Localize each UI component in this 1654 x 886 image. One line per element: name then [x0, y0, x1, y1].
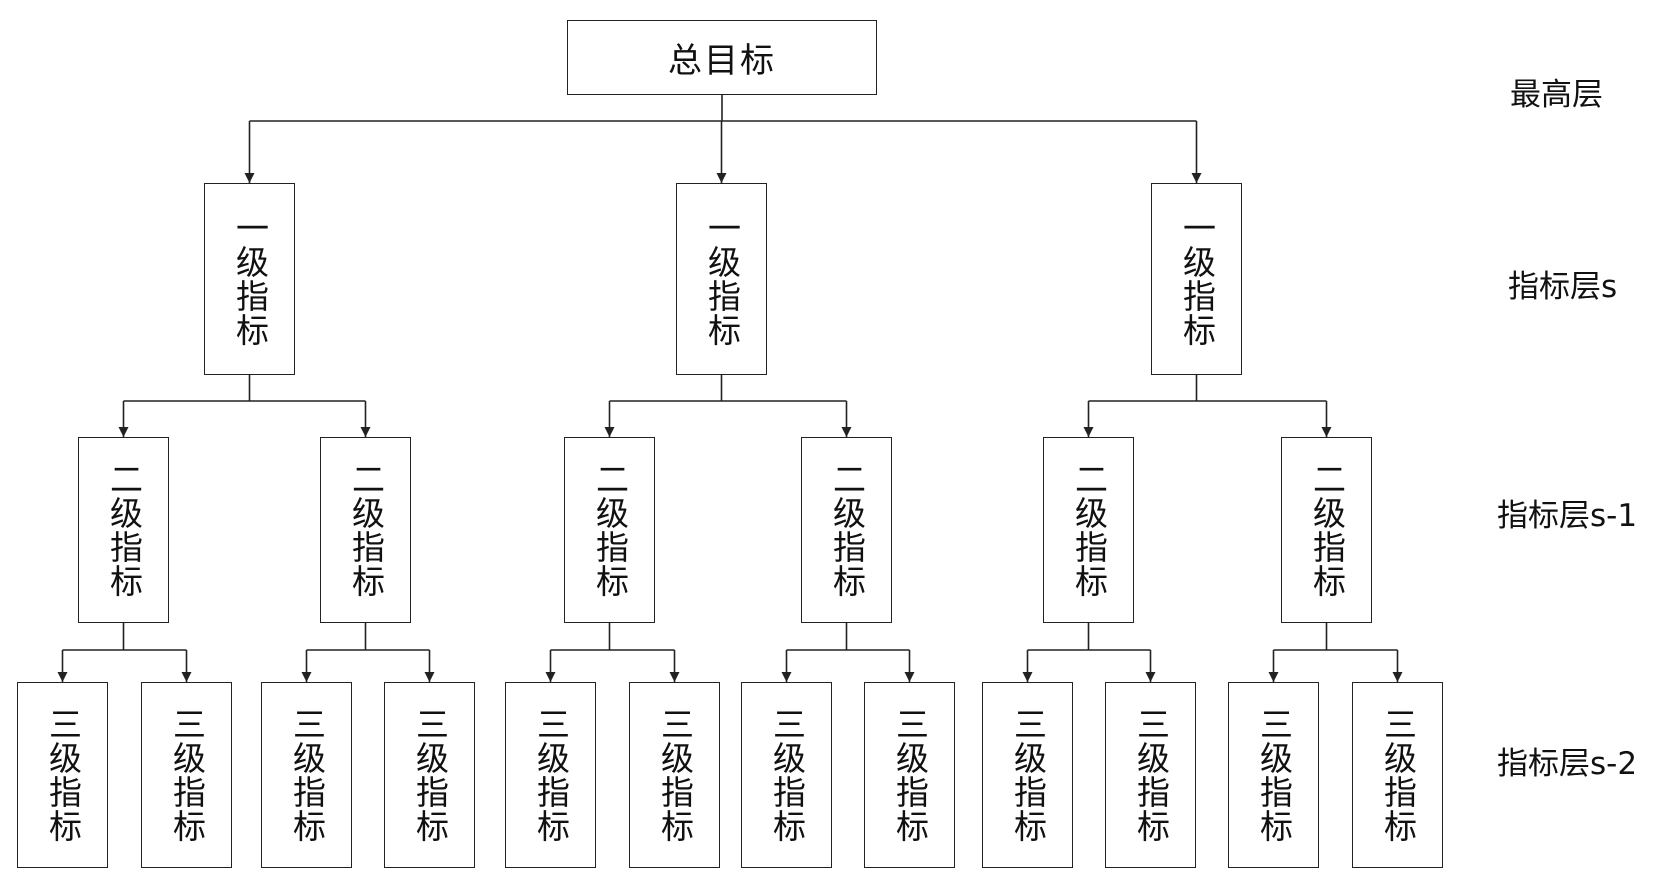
level3-indicator-6: 三级指标 [629, 682, 720, 868]
level2-indicator-6-label: 二级指标 [1307, 462, 1347, 598]
level2-indicator-3: 二级指标 [564, 437, 655, 623]
level3-indicator-1-label: 三级指标 [43, 707, 83, 843]
level3-indicator-4: 三级指标 [384, 682, 475, 868]
level3-indicator-7-label: 三级指标 [767, 707, 807, 843]
level2-indicator-2-label: 二级指标 [346, 462, 386, 598]
root-goal-box: 总目标 [567, 20, 877, 95]
level3-indicator-8: 三级指标 [864, 682, 955, 868]
level1-indicator-1: 一级指标 [204, 183, 295, 375]
level2-indicator-5-label: 二级指标 [1069, 462, 1109, 598]
level3-indicator-10-label: 三级指标 [1131, 707, 1171, 843]
level1-indicator-3: 一级指标 [1151, 183, 1242, 375]
layer-label-top: 最高层 [1510, 77, 1603, 113]
level3-indicator-9: 三级指标 [982, 682, 1073, 868]
level3-indicator-2: 三级指标 [141, 682, 232, 868]
level3-indicator-11-label: 三级指标 [1254, 707, 1294, 843]
level3-indicator-2-label: 三级指标 [167, 707, 207, 843]
level3-indicator-1: 三级指标 [17, 682, 108, 868]
level2-indicator-6: 二级指标 [1281, 437, 1372, 623]
level1-indicator-2: 一级指标 [676, 183, 767, 375]
level3-indicator-12-label: 三级指标 [1378, 707, 1418, 843]
layer-label-s: 指标层s [1508, 269, 1618, 305]
level2-indicator-1-label: 二级指标 [104, 462, 144, 598]
level2-indicator-3-label: 二级指标 [590, 462, 630, 598]
level3-indicator-12: 三级指标 [1352, 682, 1443, 868]
root-goal-label: 总目标 [668, 41, 776, 81]
level1-indicator-2-label: 一级指标 [702, 211, 742, 347]
level3-indicator-4-label: 三级指标 [410, 707, 450, 843]
level1-indicator-3-label: 一级指标 [1177, 211, 1217, 347]
level2-indicator-5: 二级指标 [1043, 437, 1134, 623]
level3-indicator-3: 三级指标 [261, 682, 352, 868]
level3-indicator-9-label: 三级指标 [1008, 707, 1048, 843]
level3-indicator-8-label: 三级指标 [890, 707, 930, 843]
level3-indicator-10: 三级指标 [1105, 682, 1196, 868]
level2-indicator-4-label: 二级指标 [827, 462, 867, 598]
level3-indicator-3-label: 三级指标 [287, 707, 327, 843]
layer-label-s-1: 指标层s-1 [1497, 498, 1638, 534]
level3-indicator-6-label: 三级指标 [655, 707, 695, 843]
level2-indicator-4: 二级指标 [801, 437, 892, 623]
level3-indicator-5-label: 三级指标 [531, 707, 571, 843]
level3-indicator-7: 三级指标 [741, 682, 832, 868]
level3-indicator-5: 三级指标 [505, 682, 596, 868]
level1-indicator-1-label: 一级指标 [230, 211, 270, 347]
level2-indicator-2: 二级指标 [320, 437, 411, 623]
level2-indicator-1: 二级指标 [78, 437, 169, 623]
level3-indicator-11: 三级指标 [1228, 682, 1319, 868]
layer-label-s-2: 指标层s-2 [1497, 746, 1638, 782]
